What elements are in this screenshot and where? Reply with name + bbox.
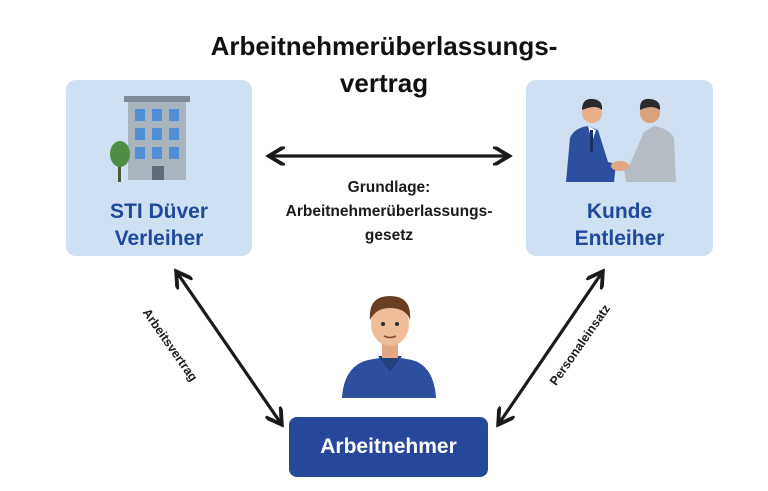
diagram-title: Arbeitnehmerüberlassungs- vertrag bbox=[210, 31, 558, 98]
entleiher-box: Kunde Entleiher bbox=[526, 80, 713, 256]
office-building-icon bbox=[110, 96, 190, 182]
arbeitnehmer-box: Arbeitnehmer bbox=[289, 417, 488, 477]
entleiher-label: Kunde Entleiher bbox=[574, 200, 665, 250]
grundlage-label: Grundlage: Arbeitnehmerüberlassungs- ges… bbox=[285, 179, 493, 244]
verleiher-box: STI Düver Verleiher bbox=[66, 80, 252, 256]
arbeitsvertrag-arrow bbox=[178, 274, 280, 422]
verleiher-label: STI Düver Verleiher bbox=[109, 200, 209, 250]
personaleinsatz-arrow bbox=[500, 274, 601, 422]
handshake-people-icon bbox=[566, 98, 676, 182]
person-avatar-icon bbox=[342, 296, 436, 398]
